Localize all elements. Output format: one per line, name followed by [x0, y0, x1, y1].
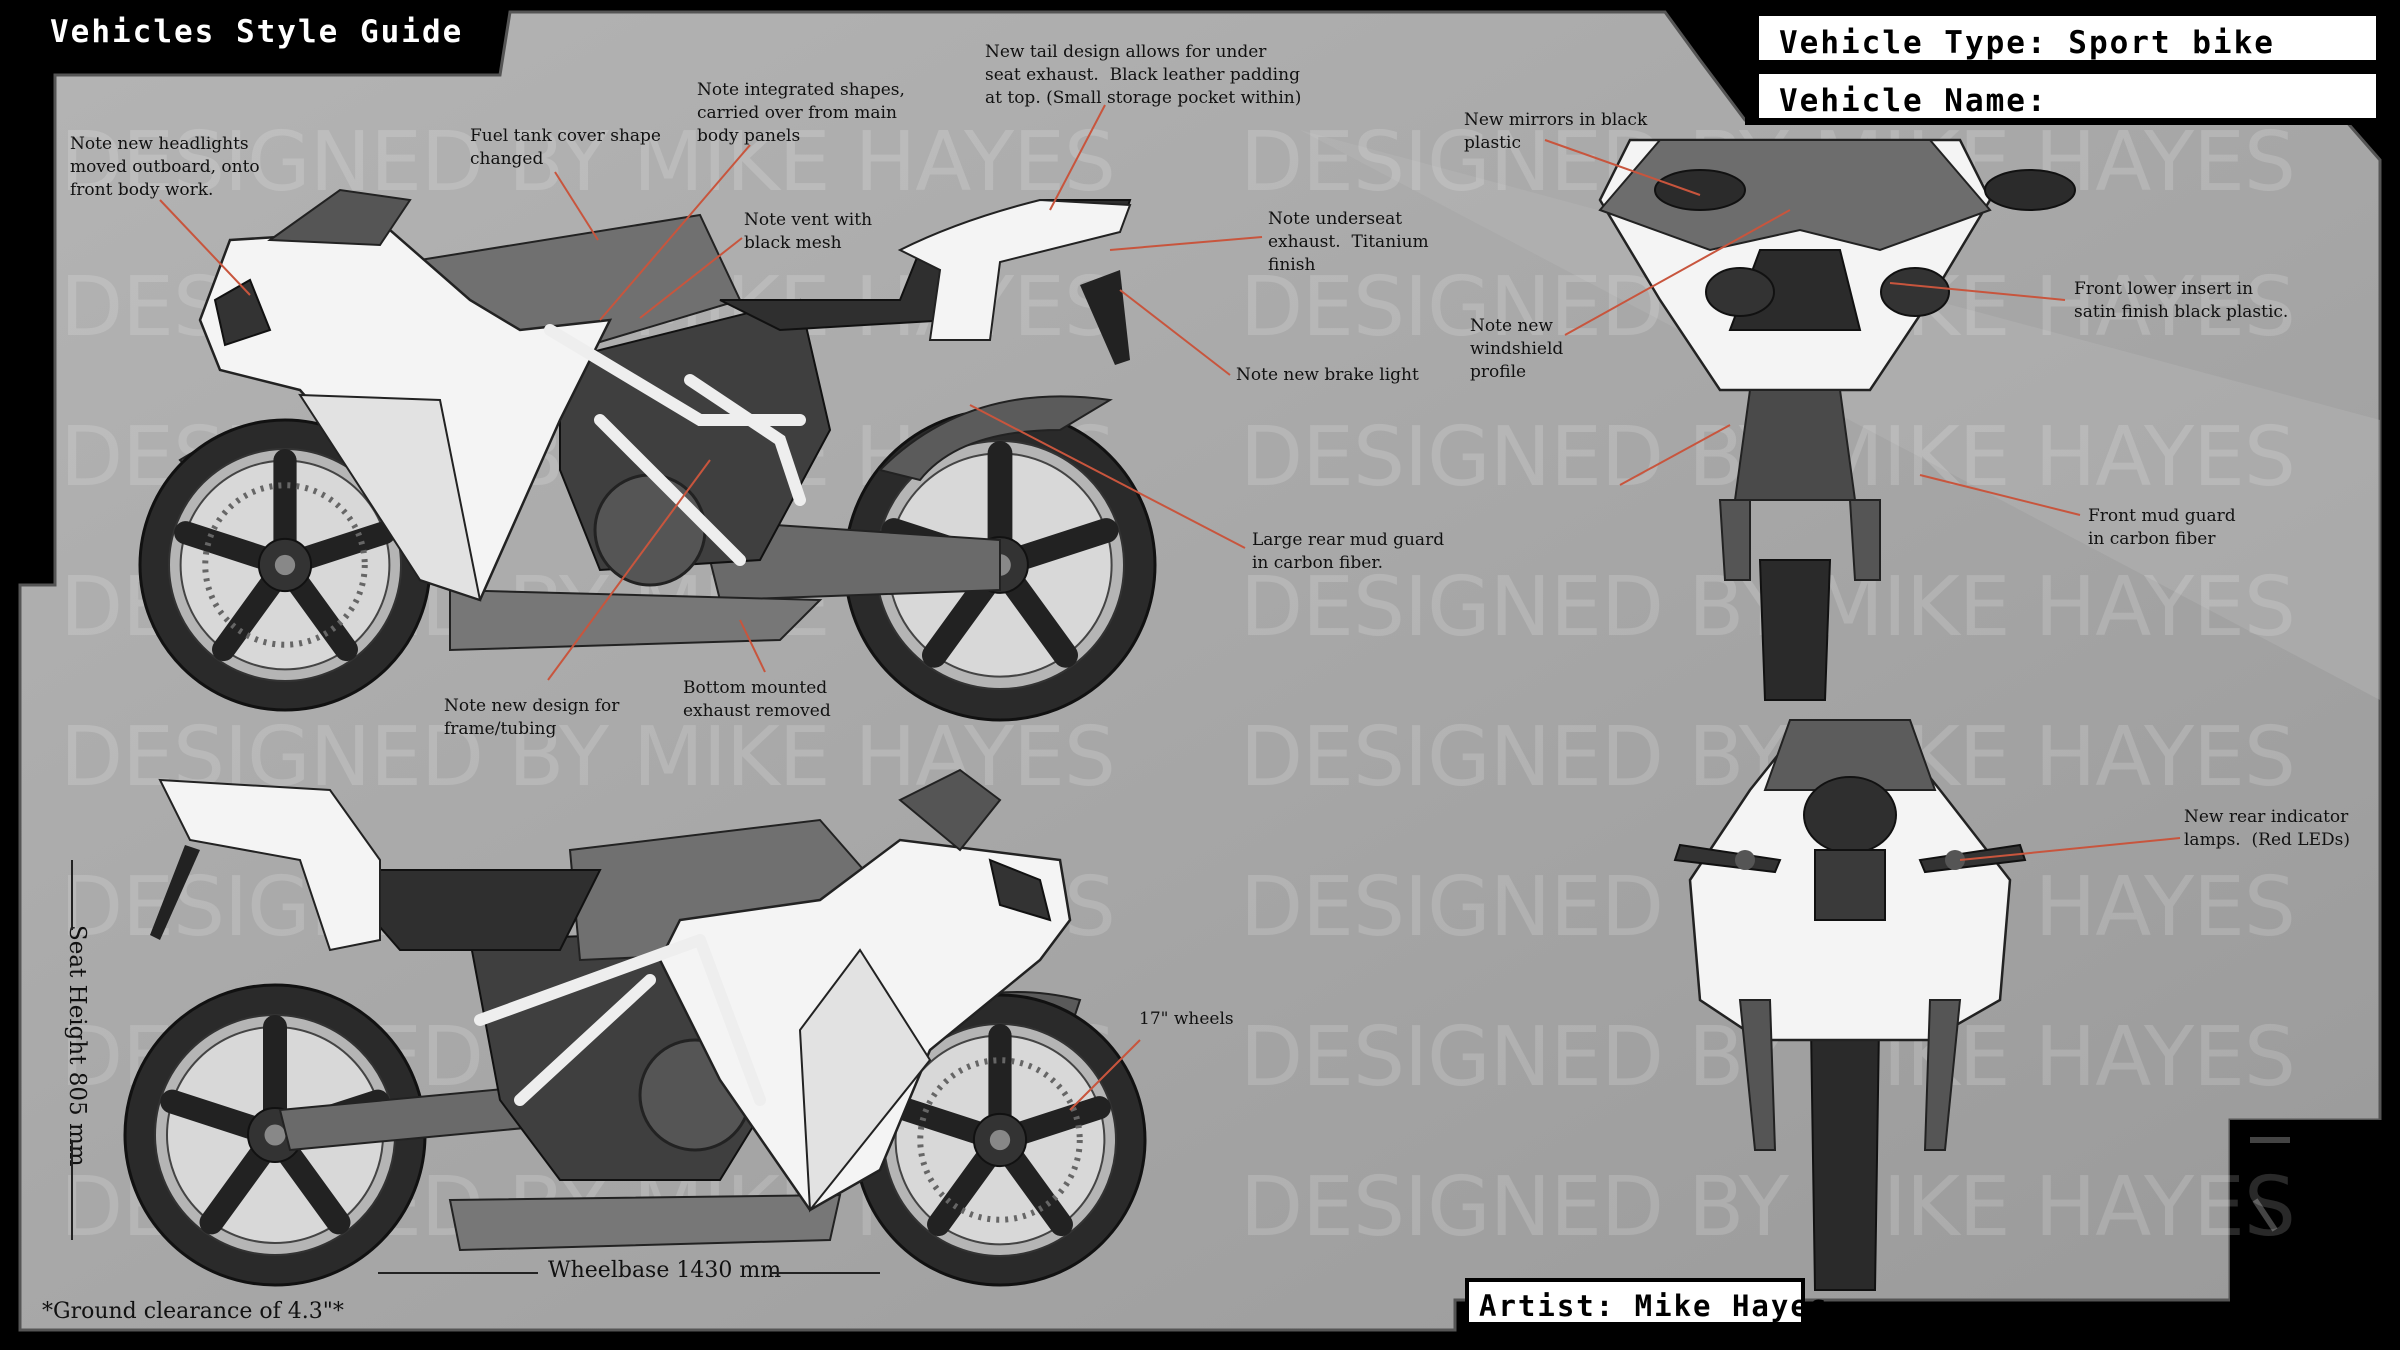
rear-exhaust-legs [1738, 999, 1962, 1151]
note-brake-light: Note new brake light [1236, 365, 1419, 385]
license-bracket [150, 845, 200, 940]
side-panel [798, 948, 932, 1213]
windshield [267, 188, 412, 247]
brake-light [1803, 776, 1897, 854]
note-rear-indicator: New rear indicator lamps. (Red LEDs) [2184, 807, 2350, 850]
note-bottom-exhaust: Bottom mounted exhaust removed [683, 678, 831, 721]
fork-legs [1718, 499, 1881, 581]
engine-cover [593, 473, 707, 587]
note-vent: Note vent with black mesh [744, 210, 873, 253]
bike-side-view-right [123, 768, 1147, 1287]
seat-height-label: Seat Height 805 mm [64, 925, 90, 1167]
artist-credit: Artist: Mike Hayes [1465, 1278, 1827, 1326]
note-underseat-exhaust: Note underseat exhaust. Titanium finish [1268, 209, 1429, 275]
ground-clearance-label: *Ground clearance of 4.3"* [42, 1299, 344, 1324]
mirror-right [1984, 169, 2076, 211]
note-mirrors: New mirrors in black plastic [1464, 110, 1648, 153]
front-tire [1758, 559, 1832, 701]
frame-tubing [474, 934, 766, 1106]
rear-upper [1763, 719, 1937, 791]
note-front-insert: Front lower insert in satin finish black… [2074, 279, 2289, 322]
front-wheel [138, 418, 432, 712]
belly-pan [448, 1193, 842, 1252]
headlight-left [1705, 267, 1775, 317]
license-bracket [1080, 270, 1130, 365]
headlight [988, 858, 1052, 922]
belly-pan [449, 588, 823, 652]
note-front-mud-guard: Front mud guard in carbon fiber [2088, 506, 2236, 549]
note-headlights: Note new headlights moved outboard, onto… [70, 134, 260, 200]
guide-title: Vehicles Style Guide [50, 14, 464, 50]
tail-section [158, 778, 381, 952]
bike-rear-view [1673, 719, 2027, 1291]
indicator-left [1735, 850, 1755, 870]
mirror-left [1654, 169, 1746, 211]
bike-front-view [1598, 138, 2076, 701]
license-mount [1814, 849, 1886, 921]
indicator-right [1945, 850, 1965, 870]
note-fuel-tank: Fuel tank cover shape changed [470, 126, 661, 169]
headlight-right [1880, 267, 1950, 317]
note-tail-design: New tail design allows for under seat ex… [985, 42, 1302, 108]
side-panel [298, 393, 482, 602]
windshield [898, 768, 1002, 852]
front-mud-guard [1733, 389, 1857, 501]
note-wheels: 17" wheels [1139, 1009, 1234, 1029]
note-integrated-shapes: Note integrated shapes, carried over fro… [697, 80, 905, 146]
rear-wheel [123, 983, 427, 1287]
vehicle-name-field: Vehicle Name: [1755, 70, 2380, 122]
swingarm [698, 518, 1001, 602]
vehicle-type-field: Vehicle Type: Sport bike [1755, 12, 2380, 64]
note-rear-mud-guard: Large rear mud guard in carbon fiber. [1252, 530, 1445, 573]
tail-section [897, 198, 1132, 341]
note-frame: Note new design for frame/tubing [444, 696, 620, 739]
bike-side-view-left [138, 188, 1157, 722]
note-windshield: Note new windshield profile [1470, 316, 1564, 382]
header-bar [0, 0, 505, 60]
wheelbase-label: Wheelbase 1430 mm [548, 1258, 782, 1283]
